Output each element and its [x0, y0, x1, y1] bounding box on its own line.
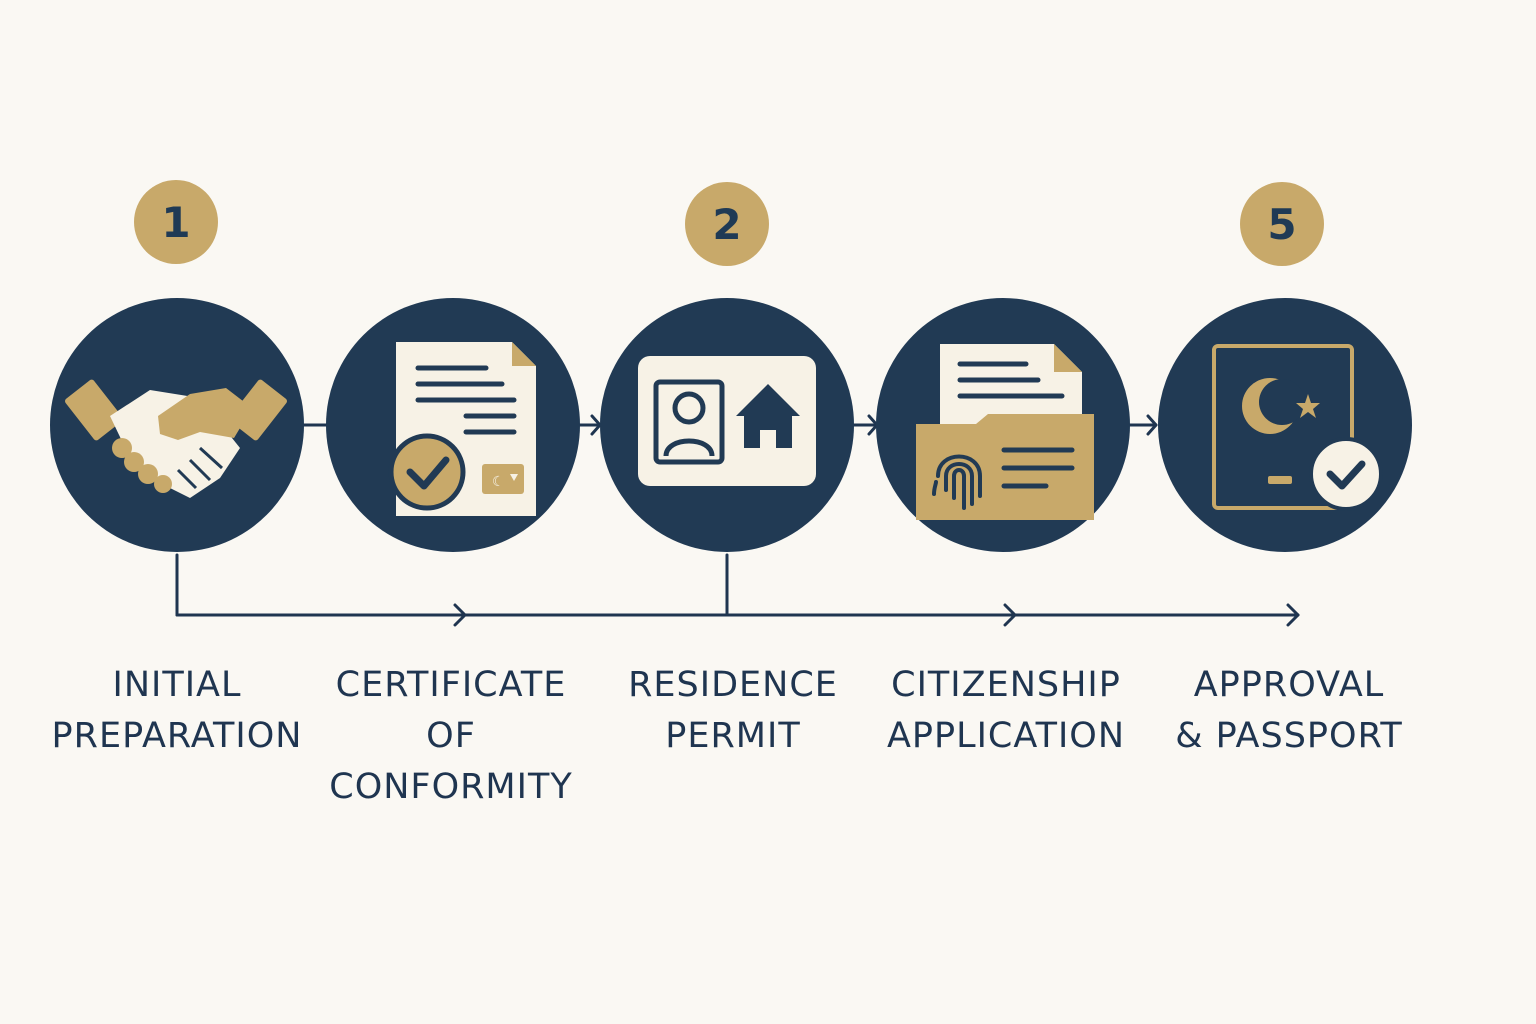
label-line: CITIZENSHIP: [891, 665, 1121, 705]
label-line: CERTIFICATE: [335, 665, 567, 705]
svg-text:☾: ☾: [492, 474, 505, 490]
passport-approved-icon: [1212, 344, 1383, 511]
label-line: APPLICATION: [886, 716, 1126, 756]
step-label-approval-passport: APPROVAL & PASSPORT: [1139, 660, 1439, 762]
residence-card-icon: [638, 356, 816, 486]
label-line: OF: [426, 716, 476, 756]
step-number-badge: 5: [1240, 182, 1324, 266]
label-line: PERMIT: [665, 716, 801, 756]
step-label-certificate-of-conformity: CERTIFICATE OF CONFORMITY: [301, 660, 601, 813]
step-number-badge: 2: [685, 182, 769, 266]
step-circle-certificate-of-conformity: ☾: [326, 298, 580, 552]
fingerprint-folder-icon: [916, 344, 1094, 520]
label-line: & PASSPORT: [1175, 716, 1403, 756]
certificate-document-icon: ☾: [388, 342, 536, 516]
step-label-citizenship-application: CITIZENSHIP APPLICATION: [856, 660, 1156, 762]
step-number-badge: 1: [134, 180, 218, 264]
step-label-residence-permit: RESIDENCE PERMIT: [583, 660, 883, 762]
label-line: RESIDENCE: [628, 665, 838, 705]
handshake-icon: [65, 379, 287, 498]
label-line: PREPARATION: [51, 716, 303, 756]
step-circle-citizenship-application: [876, 298, 1130, 552]
step-circle-initial-preparation: [50, 298, 304, 552]
label-line: APPROVAL: [1193, 665, 1385, 705]
step-circle-residence-permit: [600, 298, 854, 552]
step-label-initial-preparation: INITIAL PREPARATION: [27, 660, 327, 762]
label-line: CONFORMITY: [329, 767, 573, 807]
step-circle-approval-passport: [1158, 298, 1412, 552]
label-line: INITIAL: [112, 665, 242, 705]
